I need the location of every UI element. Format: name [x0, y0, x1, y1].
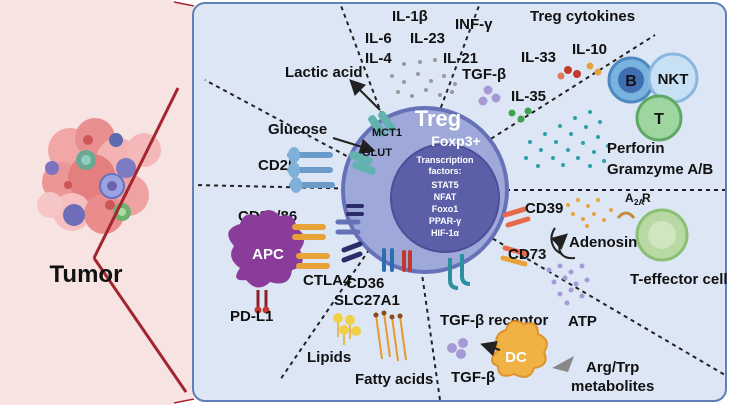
treg-nucleus — [390, 143, 500, 253]
cd36-label: CD36 — [346, 275, 384, 292]
il21-label: IL-21 — [443, 50, 478, 67]
pdl1-label: PD-L1 — [230, 308, 273, 325]
tf-item: Foxo1 — [432, 204, 459, 214]
lipid-uptake: CD36 SLC27A1 Lipids Fatty acids — [307, 248, 433, 388]
treg-cytokines: Treg cytokines IL-33 IL-10 TGF-β IL-35 — [462, 8, 635, 123]
il35-label: IL-35 — [511, 88, 546, 105]
adenosine-label: Adenosine — [569, 234, 646, 251]
metabolism-transporters: Lactic acid Glucose MCT1 GLUT — [268, 64, 402, 176]
ctla4-label: CTLA4 — [303, 272, 352, 289]
treg-subtitle: Foxp3+ — [431, 133, 480, 149]
granzyme-label: Gramzyme A/B — [607, 161, 713, 178]
cd73-label: CD73 — [508, 246, 546, 263]
tf-item: PPAR-γ — [429, 216, 461, 226]
tgfb-cytokine-label: TGF-β — [462, 66, 506, 83]
tumor-label: Tumor — [50, 261, 123, 288]
lactic-acid-label: Lactic acid — [285, 64, 363, 81]
argtrp-label-2: metabolites — [571, 378, 654, 395]
nkt-cell-label: NKT — [658, 71, 689, 88]
il6-label: IL-6 — [365, 30, 392, 47]
tf-heading-2: factors: — [428, 166, 461, 176]
tumor-illustration — [37, 118, 161, 234]
dc-label: DC — [505, 349, 527, 366]
lipids-label: Lipids — [307, 349, 351, 366]
perforin-label: Perforin — [607, 140, 665, 157]
treg-title: Treg — [415, 106, 461, 131]
treg-cytokines-title: Treg cytokines — [530, 8, 635, 25]
glut-label: GLUT — [362, 147, 392, 159]
glucose-label: Glucose — [268, 121, 327, 138]
argtrp-label-1: Arg/Trp — [586, 359, 639, 376]
il23-label: IL-23 — [410, 30, 445, 47]
tf-item: HIF-1α — [431, 228, 460, 238]
fatty-acids-label: Fatty acids — [355, 371, 433, 388]
dc-cell — [491, 320, 548, 378]
a2ar-label: A — [625, 191, 634, 205]
apc-interaction: CD80/86 APC CTLA4 PD-L1 — [228, 204, 364, 325]
mct1-label: MCT1 — [372, 127, 402, 139]
atp-label: ATP — [568, 313, 597, 330]
tf-item: STAT5 — [431, 180, 458, 190]
a2ar-subscript: 2A — [634, 198, 644, 207]
il10-label: IL-10 — [572, 41, 607, 58]
tgfb-dc-label: TGF-β — [451, 369, 495, 386]
adenosine-pathway: CD39 CD73 Adenosine A 2A R T-effector ce… — [500, 191, 728, 330]
cd39-label: CD39 — [525, 200, 563, 217]
t-cell — [635, 94, 683, 142]
cd25-label: CD25 — [258, 157, 296, 174]
b-cell-label: B — [625, 73, 637, 90]
il1b-label: IL-1β — [392, 8, 428, 25]
il4-label: IL-4 — [365, 50, 392, 67]
tf-heading-1: Transcription — [416, 155, 473, 165]
treg-cell: Treg Foxp3+ Transcription factors: STAT5… — [341, 106, 509, 274]
il33-label: IL-33 — [521, 49, 556, 66]
slc27a1-label: SLC27A1 — [334, 292, 400, 309]
apc-label: APC — [252, 246, 284, 263]
cd25-receptor: CD25 — [258, 147, 335, 193]
inflammatory-cytokines: IL-1β IL-6 IL-23 INF-γ IL-4 IL-21 — [365, 8, 493, 98]
t-cell-label: T — [654, 111, 664, 128]
apc-cell — [228, 210, 305, 288]
cytotoxic-cells: B NKT T Perforin Gramzyme A/B — [524, 52, 713, 178]
tf-item: NFAT — [434, 192, 457, 202]
infg-label: INF-γ — [455, 16, 493, 33]
t-effector-label: T-effector cell — [630, 271, 728, 288]
a2ar-suffix: R — [642, 191, 651, 205]
tgfb-dc-signaling: TGF-β receptor TGF-β DC Arg/Trp metaboli… — [440, 254, 654, 395]
